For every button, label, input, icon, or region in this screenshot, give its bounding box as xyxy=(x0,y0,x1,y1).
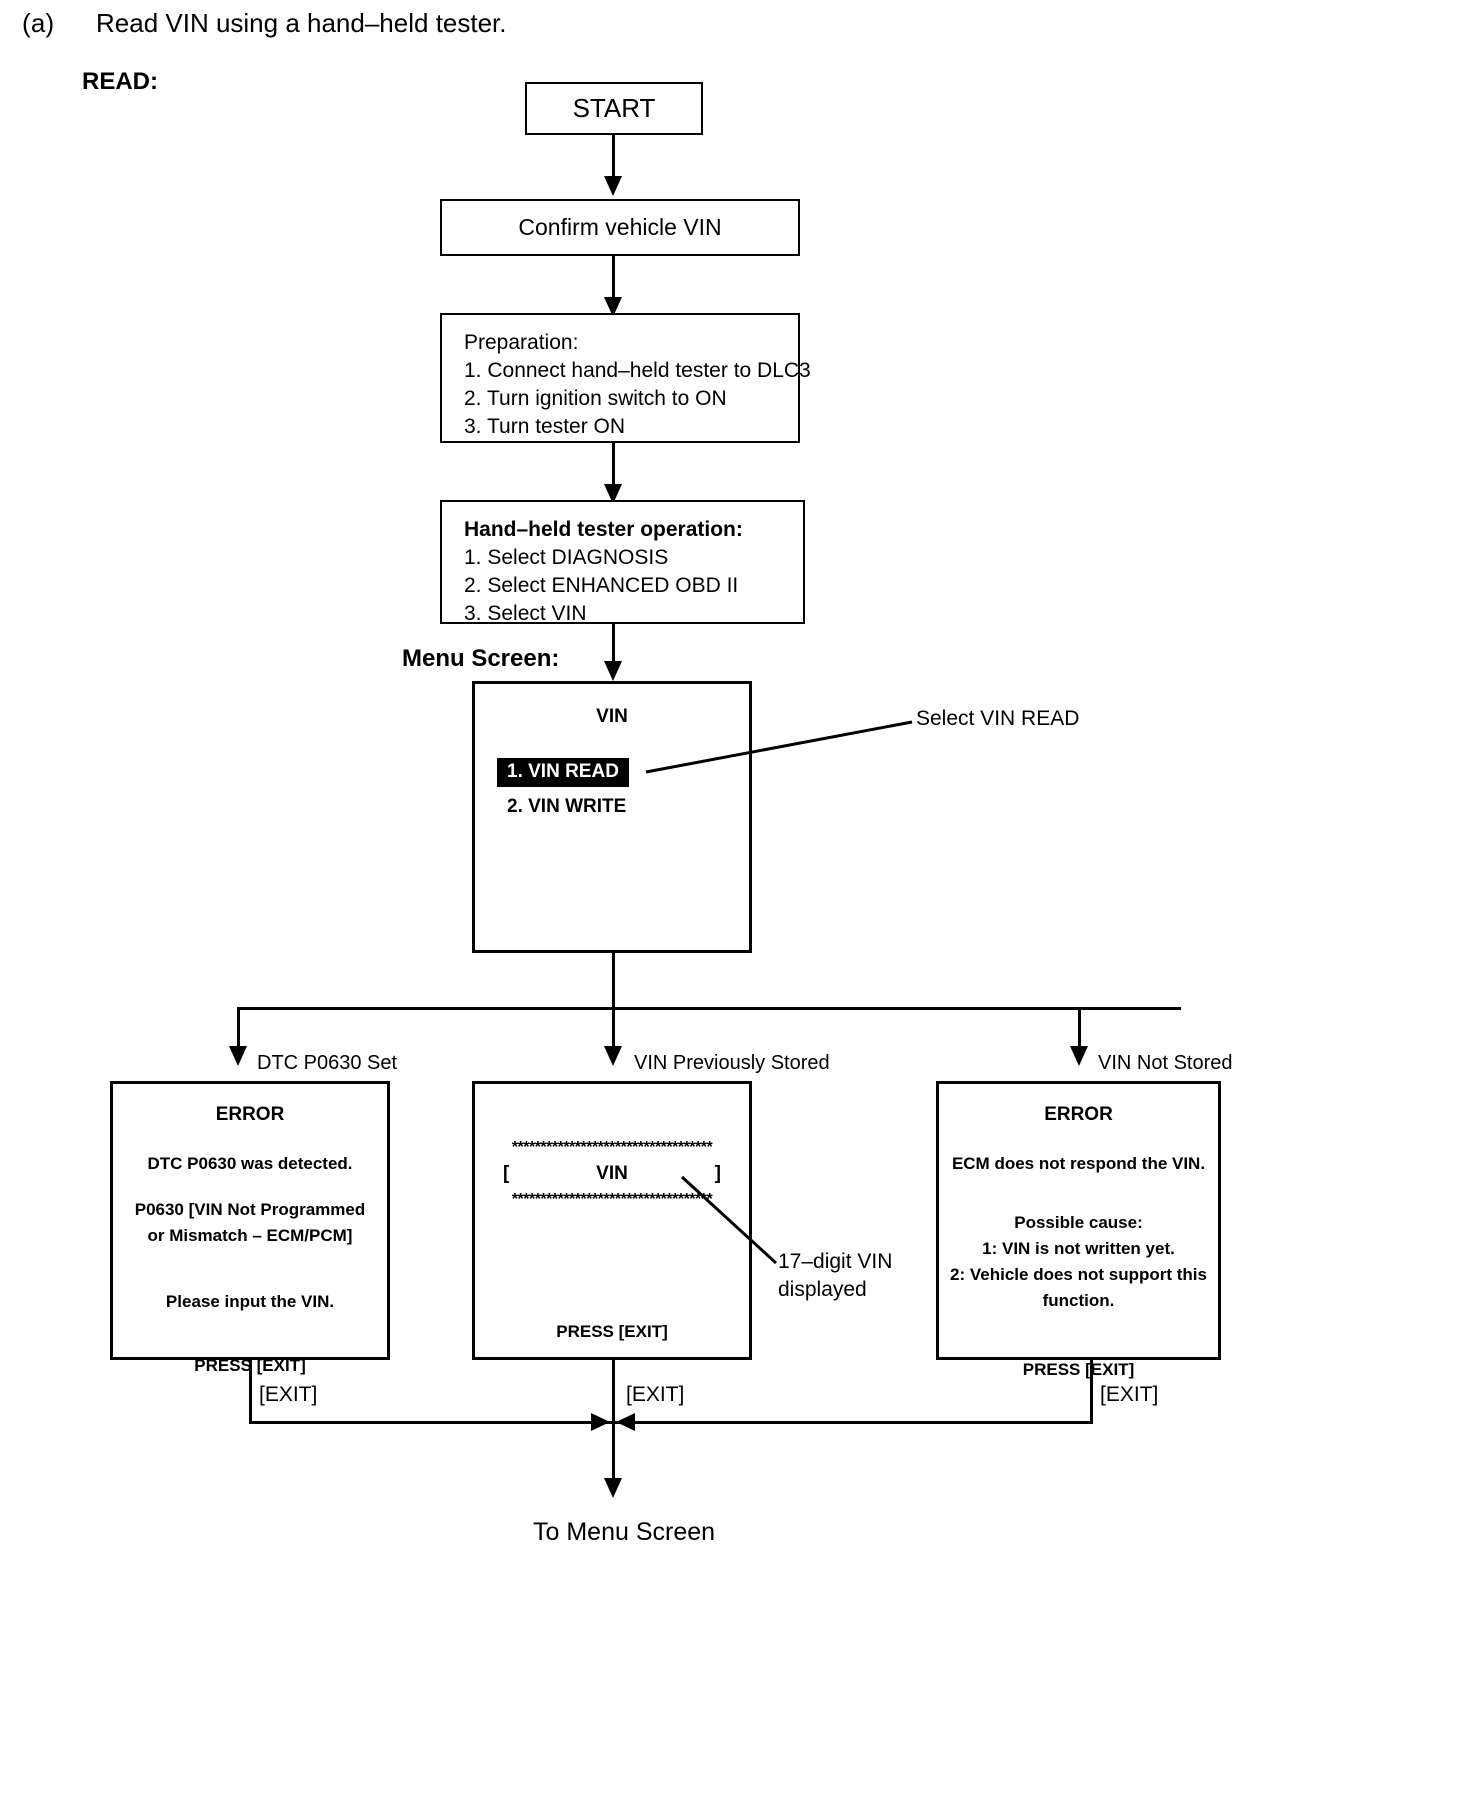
read-section-label: READ: xyxy=(82,68,158,95)
to-menu-screen-label: To Menu Screen xyxy=(533,1518,716,1546)
result-left-line-2: P0630 [VIN Not Programmed xyxy=(134,1200,366,1219)
callout-select-vin-read: Select VIN READ xyxy=(916,707,1080,730)
connector-left-exit xyxy=(249,1360,252,1424)
callout-17-digit-vin-line2: displayed xyxy=(778,1278,867,1301)
tester-operation-item-1: 1. Select DIAGNOSIS xyxy=(464,546,669,569)
connector-prep-to-testerop xyxy=(612,443,615,487)
leader-line-select-vin-read xyxy=(645,720,913,774)
step-instruction-text: Read VIN using a hand–held tester. xyxy=(96,8,507,38)
arrow-merge-from-right xyxy=(616,1413,635,1431)
arrow-branch-center xyxy=(604,1046,622,1066)
start-box-label: START xyxy=(572,93,656,123)
connector-center-exit xyxy=(612,1360,615,1424)
result-right-footer: PRESS [EXIT] xyxy=(1022,1360,1135,1379)
result-left-title: ERROR xyxy=(215,1104,285,1125)
result-left-line-1: DTC P0630 was detected. xyxy=(147,1154,353,1173)
branch-label-dtc-set: DTC P0630 Set xyxy=(257,1052,398,1074)
fanout-horizontal-bus xyxy=(237,1007,1181,1010)
arrow-confirm-to-prep xyxy=(604,297,622,317)
exit-label-center: [EXIT] xyxy=(626,1383,685,1406)
branch-label-vin-stored: VIN Previously Stored xyxy=(634,1052,830,1074)
result-left-line-3: or Mismatch – ECM/PCM] xyxy=(147,1226,353,1245)
menu-screen-box[interactable]: VIN 1. VIN READ 2. VIN WRITE xyxy=(472,681,752,953)
merge-bus-right xyxy=(612,1421,1093,1424)
result-right-line-1: ECM does not respond the VIN. xyxy=(951,1154,1206,1173)
arrow-branch-right xyxy=(1070,1046,1088,1066)
result-screen-vin-display[interactable]: *********************************** [ VI… xyxy=(472,1081,752,1360)
result-center-vin-row: [ VIN ] xyxy=(475,1163,749,1185)
arrow-to-menu-screen xyxy=(604,1478,622,1498)
confirm-vin-box: Confirm vehicle VIN xyxy=(440,199,800,256)
tester-operation-item-3: 3. Select VIN xyxy=(464,602,587,625)
menu-screen-label: Menu Screen: xyxy=(402,645,560,672)
result-center-vin-text: VIN xyxy=(596,1163,628,1184)
connector-start-to-confirm xyxy=(612,135,615,179)
fanout-drop-right xyxy=(1078,1007,1081,1049)
arrow-start-to-confirm xyxy=(604,176,622,196)
result-center-bracket-open: [ xyxy=(503,1163,510,1184)
connector-testerop-to-menu xyxy=(612,624,615,664)
branch-label-vin-not-stored: VIN Not Stored xyxy=(1098,1052,1233,1074)
connector-merge-to-menu-screen xyxy=(612,1421,615,1481)
result-screen-no-response[interactable]: ERROR ECM does not respond the VIN. Poss… xyxy=(936,1081,1221,1379)
arrow-testerop-to-menu xyxy=(604,661,622,681)
result-center-stars-top: *********************************** xyxy=(511,1139,713,1156)
callout-17-digit-vin-line1: 17–digit VIN xyxy=(778,1250,893,1273)
preparation-item-1: 1. Connect hand–held tester to DLC3 xyxy=(464,359,811,382)
connector-menu-to-fanout xyxy=(612,953,615,1009)
tester-operation-item-2: 2. Select ENHANCED OBD II xyxy=(464,574,739,597)
result-center-footer: PRESS [EXIT] xyxy=(556,1322,668,1341)
exit-label-right: [EXIT] xyxy=(1100,1383,1159,1406)
confirm-vin-label: Confirm vehicle VIN xyxy=(518,214,722,240)
result-center-stars-bottom: *********************************** xyxy=(511,1191,713,1208)
preparation-item-2: 2. Turn ignition switch to ON xyxy=(464,387,727,410)
connector-confirm-to-prep xyxy=(612,256,615,300)
result-right-line-5: function. xyxy=(1042,1291,1115,1310)
arrow-branch-left xyxy=(229,1046,247,1066)
arrow-prep-to-testerop xyxy=(604,484,622,504)
start-box: START xyxy=(525,82,703,135)
result-right-line-2: Possible cause: xyxy=(1014,1213,1143,1232)
preparation-item-3: 3. Turn tester ON xyxy=(464,415,626,438)
result-left-line-4: Please input the VIN. xyxy=(165,1292,335,1311)
connector-right-exit xyxy=(1090,1360,1093,1424)
preparation-box: Preparation: 1. Connect hand–held tester… xyxy=(440,313,811,443)
menu-screen-title: VIN xyxy=(596,706,628,727)
menu-item-vin-read[interactable]: 1. VIN READ xyxy=(497,758,629,787)
menu-item-vin-write-row[interactable]: 2. VIN WRITE xyxy=(497,793,749,822)
result-right-line-4: 2: Vehicle does not support this xyxy=(950,1265,1207,1284)
result-right-title: ERROR xyxy=(1044,1104,1113,1125)
merge-bus-left xyxy=(249,1421,615,1424)
menu-item-vin-read-row[interactable]: 1. VIN READ xyxy=(497,758,749,787)
fanout-drop-center xyxy=(612,1007,615,1049)
result-center-bracket-close: ] xyxy=(714,1163,721,1184)
tester-operation-header: Hand–held tester operation: xyxy=(464,518,743,541)
exit-label-left: [EXIT] xyxy=(259,1383,318,1406)
preparation-header: Preparation: xyxy=(464,331,579,354)
fanout-drop-left xyxy=(237,1007,240,1049)
menu-item-vin-write[interactable]: 2. VIN WRITE xyxy=(507,796,627,817)
arrow-merge-from-left xyxy=(591,1413,610,1431)
result-screen-dtc-error[interactable]: ERROR DTC P0630 was detected. P0630 [VIN… xyxy=(110,1081,390,1375)
leader-line-17-digit-vin xyxy=(680,1175,778,1265)
result-right-line-3: 1: VIN is not written yet. xyxy=(982,1239,1175,1258)
tester-operation-box: Hand–held tester operation: 1. Select DI… xyxy=(440,500,805,625)
step-marker: (a) xyxy=(22,8,55,38)
